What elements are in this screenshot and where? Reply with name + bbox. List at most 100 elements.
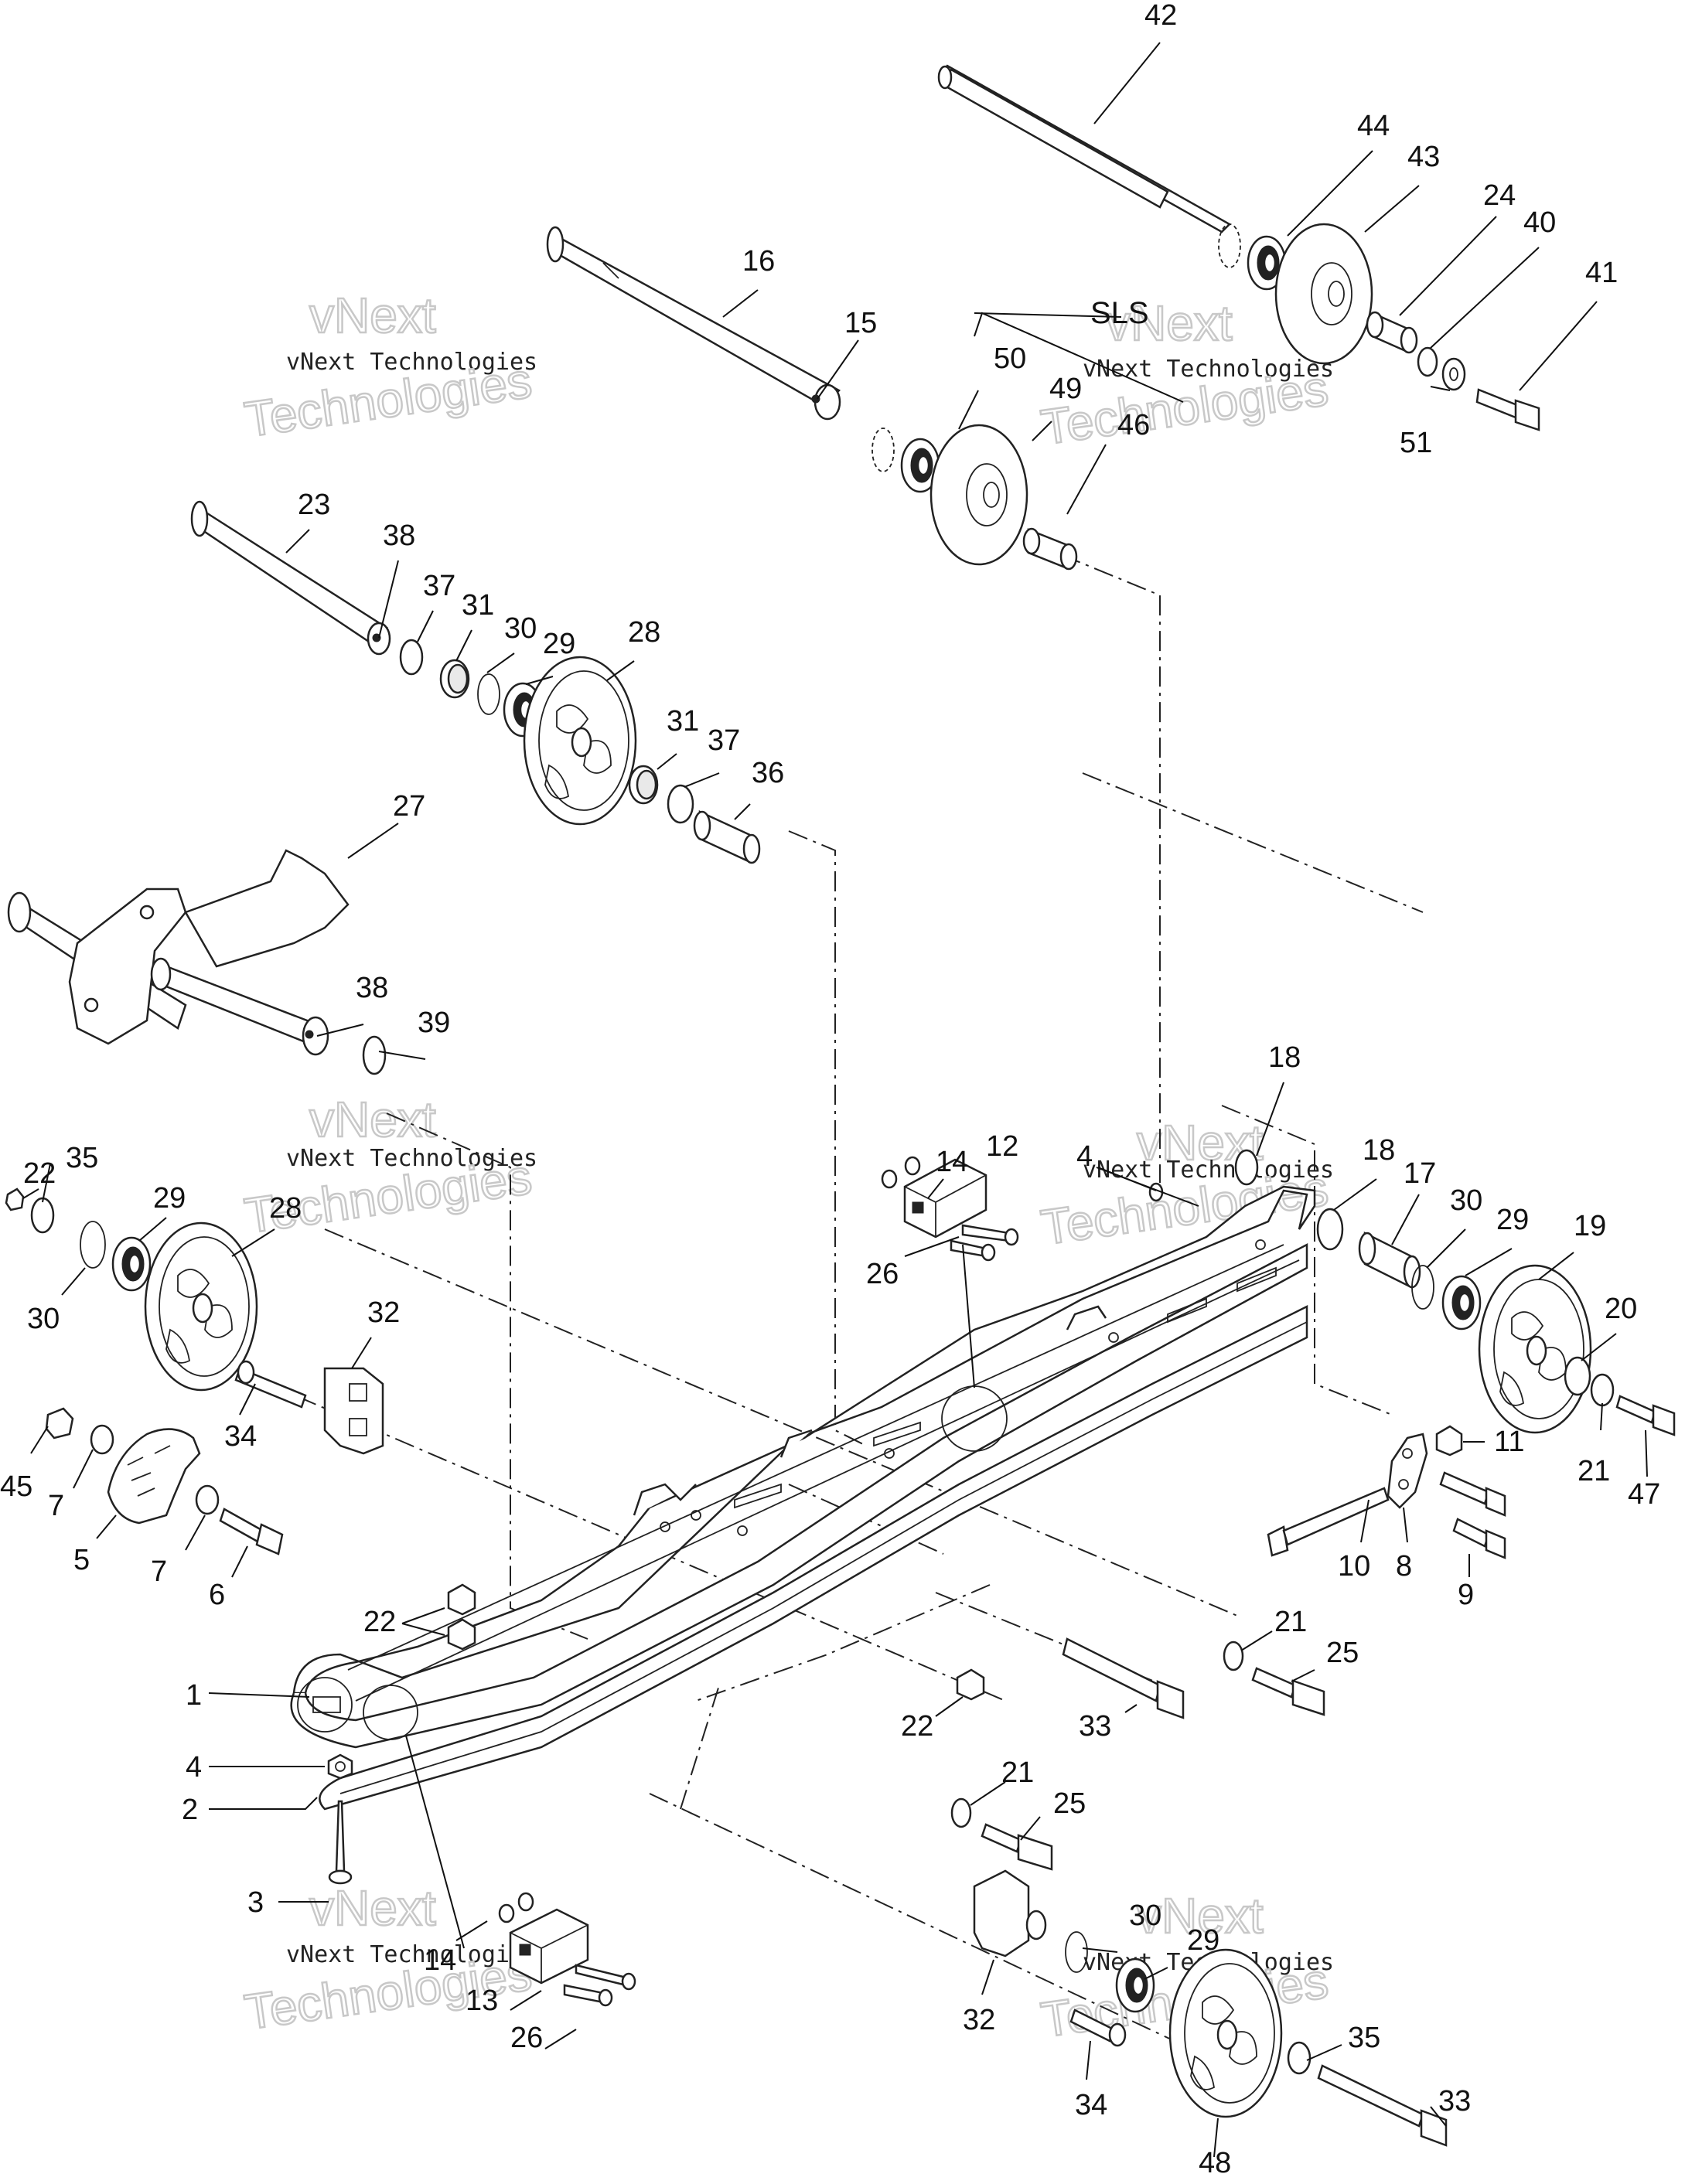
screw-26-lower-a <box>575 1964 636 1991</box>
callout-25b: 25 <box>1053 1787 1086 1820</box>
washer-14-lower-a <box>498 1903 515 1923</box>
bolt-41 <box>1475 388 1540 431</box>
shaft-23 <box>190 500 388 645</box>
wheel-28-upper <box>523 656 637 826</box>
bolt-9-b <box>1452 1518 1506 1559</box>
callout-39: 39 <box>418 1007 450 1039</box>
spacer-17 <box>1358 1231 1421 1290</box>
spacer-36 <box>693 810 761 864</box>
callout-29: 29 <box>543 628 575 660</box>
callout-3: 3 <box>247 1886 264 1919</box>
retaining-ring-30-lower <box>1065 1931 1088 1973</box>
watermark-overlay: vNext <box>309 288 436 343</box>
screw-26-upper-a <box>961 1224 1019 1246</box>
callout-5: 5 <box>73 1544 90 1576</box>
callout-4b: 4 <box>186 1751 202 1784</box>
callout-21b: 21 <box>1274 1606 1307 1638</box>
nut-45 <box>45 1407 74 1440</box>
washer-20 <box>1564 1356 1591 1396</box>
washer-37 <box>399 639 424 676</box>
washer-14-lower-b <box>517 1892 534 1912</box>
callout-24: 24 <box>1483 179 1516 212</box>
retaining-ring-50 <box>871 428 895 472</box>
callout-14: 14 <box>936 1146 968 1178</box>
callout-30c: 30 <box>1450 1184 1482 1217</box>
callout-11: 11 <box>1494 1426 1524 1458</box>
callout-50: 50 <box>994 342 1026 375</box>
callout-1: 1 <box>186 1679 202 1712</box>
bearing-29-right <box>1441 1275 1482 1331</box>
bearing-50 <box>900 438 940 493</box>
washer-18-upper <box>1234 1149 1259 1186</box>
bolt-6 <box>219 1508 284 1555</box>
watermark-1: vNext vNext Technologies Technologies <box>240 287 537 448</box>
suspension-arm-27 <box>7 849 350 1045</box>
callout-38: 38 <box>383 520 415 552</box>
watermark-overlay: vNext <box>1137 1888 1264 1944</box>
nut-22-middle-b <box>447 1618 476 1651</box>
idler-wheel-43 <box>1274 223 1373 365</box>
nut-4-lower <box>327 1753 353 1780</box>
shaft-end-38-lower <box>302 1016 329 1056</box>
callout-41: 41 <box>1585 257 1618 289</box>
washer-21-right <box>1590 1373 1615 1407</box>
bolt-10 <box>1267 1487 1390 1557</box>
callout-33b: 33 <box>1438 2085 1471 2118</box>
callout-29c: 29 <box>1496 1204 1529 1236</box>
callout-26: 26 <box>866 1258 899 1290</box>
bushing-31-right <box>628 765 659 805</box>
callout-25: 25 <box>1326 1637 1359 1669</box>
callout-8: 8 <box>1396 1550 1412 1583</box>
callout-46: 46 <box>1117 409 1150 441</box>
callout-14b: 14 <box>424 1944 456 1977</box>
watermark-small: vNext Technologies <box>286 349 537 376</box>
callout-21c: 21 <box>1001 1756 1034 1789</box>
watermark-overlay: vNext <box>1106 295 1233 351</box>
bearing-29-lower <box>1115 1957 1155 2013</box>
callout-42: 42 <box>1144 0 1177 32</box>
wheel-28-lower <box>144 1221 258 1392</box>
detail-circle-right <box>363 1685 418 1740</box>
bolt-25-upper <box>1251 1667 1325 1716</box>
nut-22-center <box>956 1668 985 1701</box>
retaining-ring-30-left <box>80 1221 106 1269</box>
washer-40 <box>1417 346 1438 377</box>
shaft-16 <box>546 226 841 407</box>
callout-35: 35 <box>66 1142 98 1174</box>
watermark-4: vNext vNext Technologies Technologies <box>1037 1114 1334 1256</box>
callout-2: 2 <box>182 1794 198 1826</box>
bolt-34-left <box>234 1360 307 1409</box>
callout-4: 4 <box>1076 1140 1093 1173</box>
leader-lines <box>22 42 1648 2158</box>
callout-13: 13 <box>466 1985 498 2017</box>
callout-45: 45 <box>0 1470 32 1503</box>
callout-30: 30 <box>504 612 537 645</box>
callout-9: 9 <box>1458 1579 1474 1611</box>
callout-22: 22 <box>23 1157 56 1190</box>
callout-31: 31 <box>462 589 494 622</box>
callout-27: 27 <box>393 790 425 823</box>
retaining-ring-44 <box>1218 223 1241 268</box>
callout-15: 15 <box>844 307 877 339</box>
callout-18: 18 <box>1268 1041 1301 1074</box>
callout-6: 6 <box>209 1579 225 1611</box>
screw-26-upper-b <box>950 1239 996 1262</box>
mount-block-32-left <box>323 1367 384 1455</box>
washer-7-right <box>195 1484 220 1515</box>
callout-30d: 30 <box>1129 1900 1161 1932</box>
stopper-block-13 <box>509 1908 589 1985</box>
callout-44: 44 <box>1357 110 1390 142</box>
bushing-31 <box>439 659 470 699</box>
bolt-34-right <box>1069 2009 1127 2047</box>
callout-35b: 35 <box>1348 2022 1380 2054</box>
callout-40: 40 <box>1523 206 1556 239</box>
callout-22b: 22 <box>363 1606 396 1638</box>
callout-29d: 29 <box>1187 1924 1219 1957</box>
callout-28b: 28 <box>269 1192 302 1225</box>
callout-sls: SLS <box>1090 296 1149 330</box>
callout-43: 43 <box>1407 141 1440 173</box>
callout-17: 17 <box>1404 1157 1436 1190</box>
detail-circle-1 <box>297 1677 353 1733</box>
